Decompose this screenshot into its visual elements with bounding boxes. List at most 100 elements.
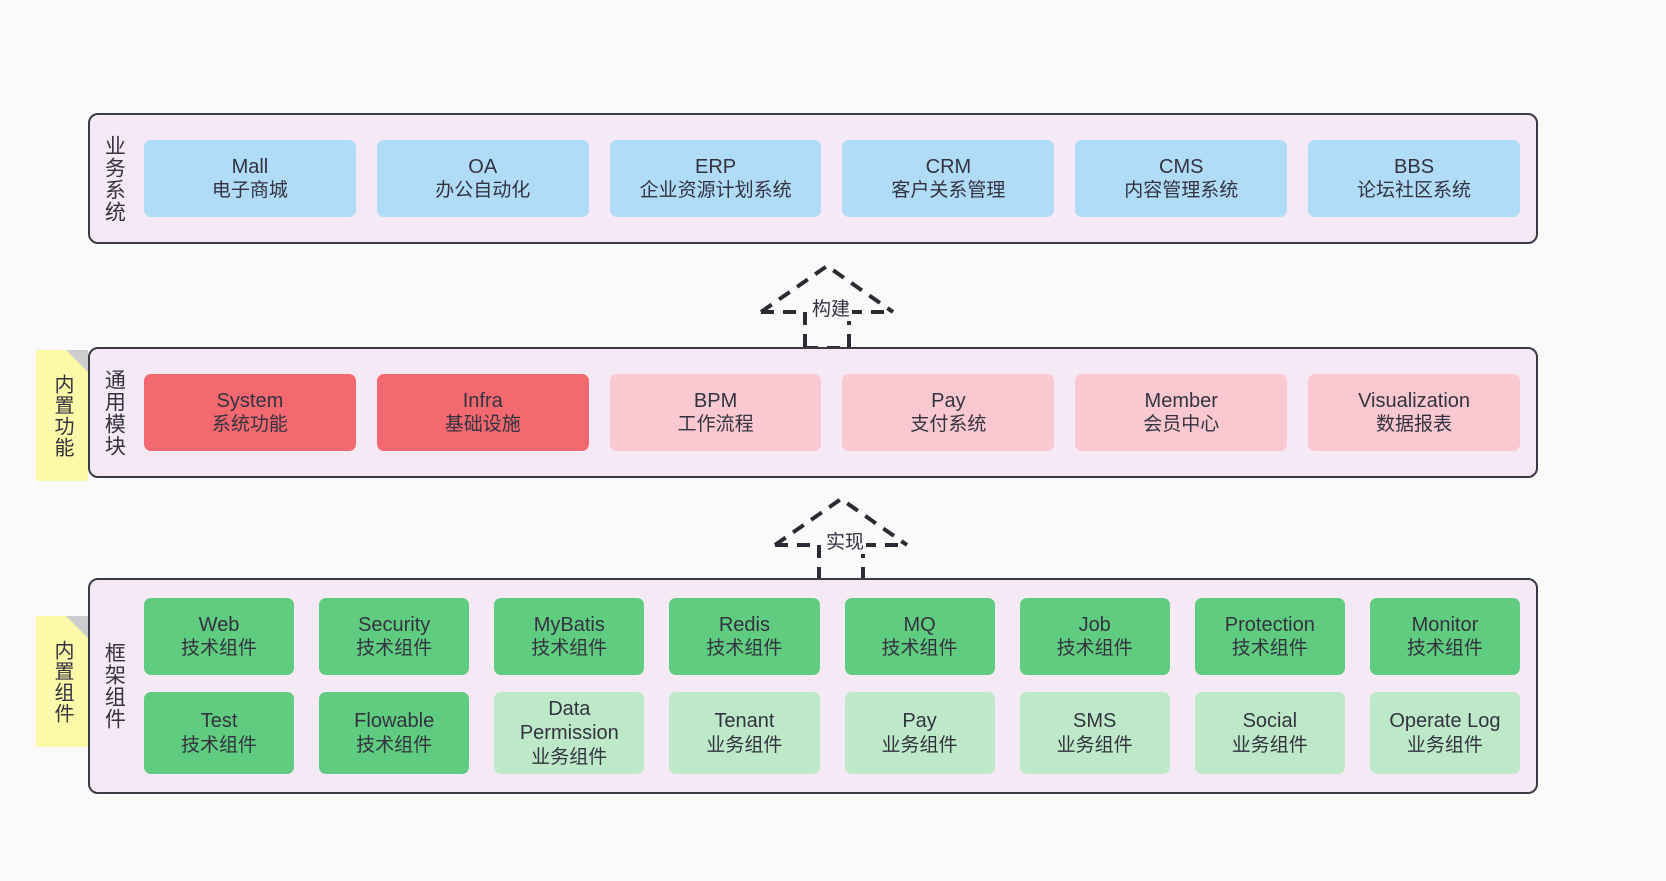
card-title: BBS xyxy=(1394,155,1435,178)
card-subtitle: 客户关系管理 xyxy=(891,180,1006,202)
card-subtitle: 业务组件 xyxy=(531,746,608,768)
card-pay-component[interactable]: Pay 业务组件 xyxy=(844,692,995,774)
card-mq[interactable]: MQ 技术组件 xyxy=(844,598,995,675)
card-subtitle: 技术组件 xyxy=(1056,638,1133,660)
card-operate-log[interactable]: Operate Log 业务组件 xyxy=(1369,692,1520,774)
layer-business-body: Mall 电子商城 OA 办公自动化 ERP 企业资源计划系统 CRM 客户关系… xyxy=(136,115,1536,242)
framework-row-biz: Test 技术组件 Flowable 技术组件 Data Permission … xyxy=(144,692,1520,774)
card-title: Data Permission xyxy=(519,698,619,745)
card-job[interactable]: Job 技术组件 xyxy=(1019,598,1170,675)
layer-business-title: 业务系统 xyxy=(102,134,126,223)
card-protection[interactable]: Protection 技术组件 xyxy=(1194,598,1345,675)
card-subtitle: 技术组件 xyxy=(356,638,433,660)
note-builtin-component: 内置组件 xyxy=(36,616,88,747)
card-mybatis[interactable]: MyBatis 技术组件 xyxy=(494,598,645,675)
card-title: BPM xyxy=(693,389,738,412)
layer-common-title: 通用模块 xyxy=(102,368,126,457)
card-title: OA xyxy=(468,155,498,178)
common-row: System 系统功能 Infra 基础设施 BPM 工作流程 Pay 支付系统… xyxy=(144,374,1520,451)
card-bpm[interactable]: BPM 工作流程 xyxy=(609,374,822,451)
card-subtitle: 业务组件 xyxy=(1231,734,1308,756)
card-subtitle: 支付系统 xyxy=(910,414,987,436)
card-flowable[interactable]: Flowable 技术组件 xyxy=(319,692,470,774)
card-title: Test xyxy=(200,710,238,733)
card-title: Tenant xyxy=(714,710,775,733)
layer-business-systems: 业务系统 Mall 电子商城 OA 办公自动化 ERP 企业资源计划系统 CRM xyxy=(88,113,1538,244)
layer-framework-body: Web 技术组件 Security 技术组件 MyBatis 技术组件 Redi… xyxy=(136,580,1536,792)
card-subtitle: 技术组件 xyxy=(181,734,258,756)
card-title: CRM xyxy=(925,155,972,178)
connector-build-label: 构建 xyxy=(809,294,853,321)
card-test[interactable]: Test 技术组件 xyxy=(144,692,295,774)
business-row: Mall 电子商城 OA 办公自动化 ERP 企业资源计划系统 CRM 客户关系… xyxy=(144,140,1520,217)
card-subtitle: 业务组件 xyxy=(881,734,958,756)
layer-framework-title: 框架组件 xyxy=(102,642,126,730)
note-text: 内置功能 xyxy=(51,373,73,458)
connector-implement: 实现 xyxy=(771,495,919,583)
card-subtitle: 业务组件 xyxy=(1406,734,1483,756)
card-mall[interactable]: Mall 电子商城 xyxy=(144,140,356,217)
card-title: Monitor xyxy=(1411,613,1479,636)
card-title: MyBatis xyxy=(533,613,605,636)
card-title: Web xyxy=(198,613,240,636)
card-subtitle: 基础设施 xyxy=(444,414,521,436)
card-title: Infra xyxy=(462,389,503,412)
note-text: 内置组件 xyxy=(51,639,73,724)
card-subtitle: 技术组件 xyxy=(881,638,958,660)
card-cms[interactable]: CMS 内容管理系统 xyxy=(1075,140,1288,217)
card-title: ERP xyxy=(695,155,737,178)
card-title: Visualization xyxy=(1358,389,1471,412)
card-title: CMS xyxy=(1159,155,1204,178)
card-title: Protection xyxy=(1224,613,1315,636)
card-visualization[interactable]: Visualization 数据报表 xyxy=(1308,374,1520,451)
card-subtitle: 技术组件 xyxy=(1231,638,1308,660)
card-title: Pay xyxy=(931,389,966,412)
card-title: Flowable xyxy=(354,710,435,733)
layer-common-modules: 通用模块 System 系统功能 Infra 基础设施 BPM 工作流程 Pay xyxy=(88,347,1538,478)
layer-framework-components: 框架组件 Web 技术组件 Security 技术组件 MyBatis 技术组件… xyxy=(88,578,1538,794)
card-subtitle: 技术组件 xyxy=(356,734,433,756)
card-oa[interactable]: OA 办公自动化 xyxy=(376,140,589,217)
card-subtitle: 技术组件 xyxy=(531,638,608,660)
card-security[interactable]: Security 技术组件 xyxy=(319,598,470,675)
card-member[interactable]: Member 会员中心 xyxy=(1075,374,1288,451)
card-title: Security xyxy=(358,613,431,636)
card-subtitle: 工作流程 xyxy=(677,414,754,436)
connector-implement-label: 实现 xyxy=(823,527,867,554)
card-subtitle: 技术组件 xyxy=(1406,638,1483,660)
card-tenant[interactable]: Tenant 业务组件 xyxy=(669,692,820,774)
card-pay[interactable]: Pay 支付系统 xyxy=(842,374,1055,451)
card-subtitle: 内容管理系统 xyxy=(1124,180,1239,202)
card-monitor[interactable]: Monitor 技术组件 xyxy=(1369,598,1520,675)
card-subtitle: 论坛社区系统 xyxy=(1357,180,1472,202)
framework-row-tech: Web 技术组件 Security 技术组件 MyBatis 技术组件 Redi… xyxy=(144,598,1520,675)
card-bbs[interactable]: BBS 论坛社区系统 xyxy=(1308,140,1520,217)
card-redis[interactable]: Redis 技术组件 xyxy=(669,598,820,675)
card-data-permission[interactable]: Data Permission 业务组件 xyxy=(494,692,645,774)
card-infra[interactable]: Infra 基础设施 xyxy=(376,374,589,451)
card-title: Member xyxy=(1144,389,1218,412)
connector-build: 构建 xyxy=(757,262,905,350)
card-sms[interactable]: SMS 业务组件 xyxy=(1019,692,1170,774)
card-crm[interactable]: CRM 客户关系管理 xyxy=(842,140,1055,217)
card-subtitle: 数据报表 xyxy=(1376,414,1453,436)
card-title: Social xyxy=(1242,710,1298,733)
card-erp[interactable]: ERP 企业资源计划系统 xyxy=(609,140,822,217)
card-title: Job xyxy=(1078,613,1111,636)
card-subtitle: 电子商城 xyxy=(211,180,288,202)
card-subtitle: 办公自动化 xyxy=(435,180,531,202)
card-subtitle: 技术组件 xyxy=(181,638,258,660)
layer-common-body: System 系统功能 Infra 基础设施 BPM 工作流程 Pay 支付系统… xyxy=(136,349,1536,476)
card-title: Mall xyxy=(231,155,269,178)
card-title: Pay xyxy=(902,710,937,733)
card-title: SMS xyxy=(1073,710,1117,733)
card-system[interactable]: System 系统功能 xyxy=(144,374,356,451)
card-subtitle: 业务组件 xyxy=(706,734,783,756)
note-builtin-feature: 内置功能 xyxy=(36,350,88,481)
card-web[interactable]: Web 技术组件 xyxy=(144,598,295,675)
card-subtitle: 业务组件 xyxy=(1056,734,1133,756)
card-title: Redis xyxy=(718,613,770,636)
card-social[interactable]: Social 业务组件 xyxy=(1194,692,1345,774)
card-title: MQ xyxy=(903,613,936,636)
